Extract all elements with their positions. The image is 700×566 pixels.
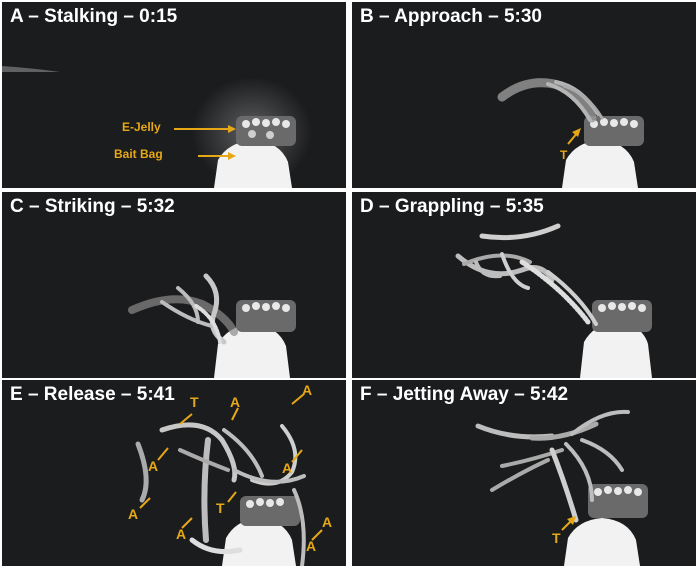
panel-c-scene bbox=[128, 273, 296, 378]
panel-a: A – Stalking – 0:15 E-Jelly Bait Bag bbox=[2, 2, 346, 188]
label-e-a3: A bbox=[148, 458, 159, 474]
squid-arms-shape bbox=[128, 273, 238, 345]
panel-e: E – Release – 5:41 T A A A A A T A A A bbox=[2, 380, 346, 566]
panel-b-scene bbox=[497, 78, 644, 188]
squid-arms-shape bbox=[455, 223, 598, 326]
label-e-jelly: E-Jelly bbox=[122, 120, 161, 134]
distant-squid-shape bbox=[2, 66, 60, 72]
label-e-a5: A bbox=[128, 506, 139, 522]
panel-a-title: A – Stalking – 0:15 bbox=[10, 6, 178, 27]
panel-f-title: F – Jetting Away – 5:42 bbox=[360, 384, 569, 405]
annotation-arrows-e bbox=[139, 393, 323, 541]
panel-d-title: D – Grappling – 5:35 bbox=[360, 196, 544, 217]
e-jelly-device bbox=[236, 116, 296, 146]
panel-a-scene bbox=[2, 66, 312, 188]
squid-arms-shape bbox=[475, 409, 630, 523]
panel-c: C – Striking – 5:32 bbox=[2, 192, 346, 378]
panel-f: F – Jetting Away – 5:42 T bbox=[352, 380, 696, 566]
panel-e-scene bbox=[135, 393, 323, 566]
label-e-t1: T bbox=[190, 394, 199, 410]
squid-body-shape bbox=[497, 78, 597, 123]
label-e-a4: A bbox=[282, 460, 293, 476]
label-e-a6: A bbox=[176, 526, 187, 542]
label-bait-bag: Bait Bag bbox=[114, 147, 163, 161]
label-t-b: T bbox=[560, 148, 568, 162]
squid-arms-shape bbox=[135, 422, 306, 566]
bait-bag-shape bbox=[214, 140, 292, 188]
label-e-a8: A bbox=[306, 538, 317, 554]
label-e-a1: A bbox=[230, 394, 241, 410]
panel-d-scene bbox=[455, 223, 652, 378]
label-e-t2: T bbox=[216, 500, 225, 516]
panel-b: B – Approach – 5:30 T bbox=[352, 2, 696, 188]
panel-c-title: C – Striking – 5:32 bbox=[10, 196, 175, 217]
panel-f-scene bbox=[475, 409, 648, 566]
label-e-a2: A bbox=[302, 382, 313, 398]
panel-d: D – Grappling – 5:35 bbox=[352, 192, 696, 378]
label-e-a7: A bbox=[322, 514, 333, 530]
label-t-f: T bbox=[552, 530, 561, 546]
panel-b-title: B – Approach – 5:30 bbox=[360, 6, 542, 27]
panel-e-title: E – Release – 5:41 bbox=[10, 384, 175, 405]
